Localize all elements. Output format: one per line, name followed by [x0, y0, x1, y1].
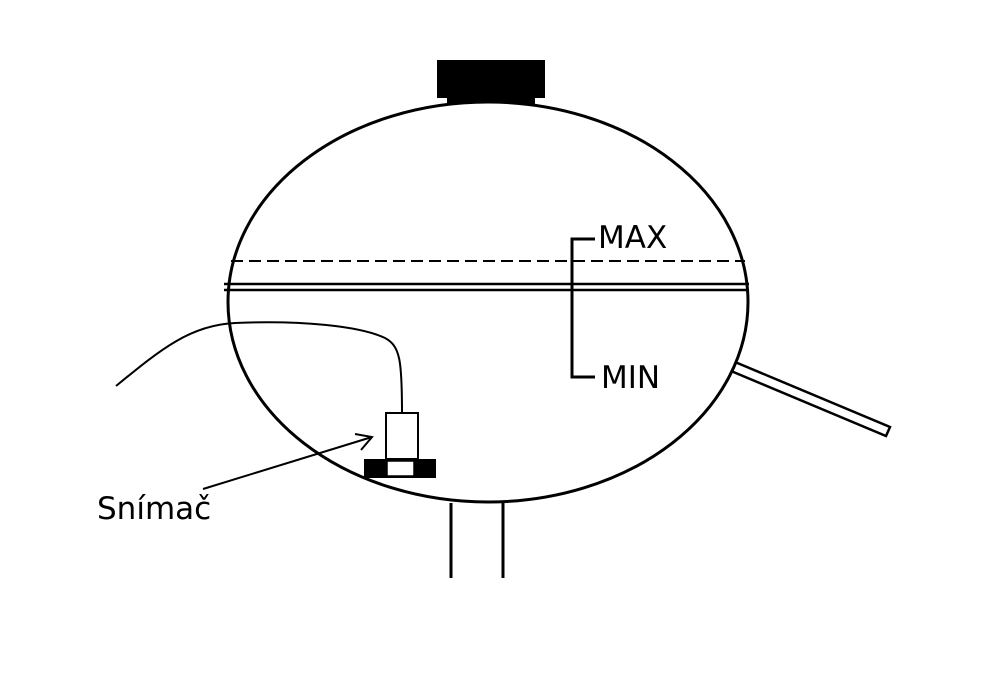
level-scale-bracket: [570, 237, 595, 379]
filler-cap-neck: [447, 96, 535, 104]
sensor-mount-window: [386, 460, 415, 477]
sensor-pointer-arrowhead: [354, 433, 374, 451]
overflow-pipe: [729, 360, 892, 438]
min-label: MIN: [601, 360, 660, 396]
max-label: MAX: [598, 220, 667, 256]
sensor-pointer-line: [202, 436, 373, 490]
sensor-body: [385, 412, 419, 460]
sensor-label: Snímač: [97, 491, 211, 527]
sensor-cable: [115, 321, 403, 414]
filler-cap: [437, 60, 545, 98]
tank-body: [226, 100, 750, 504]
